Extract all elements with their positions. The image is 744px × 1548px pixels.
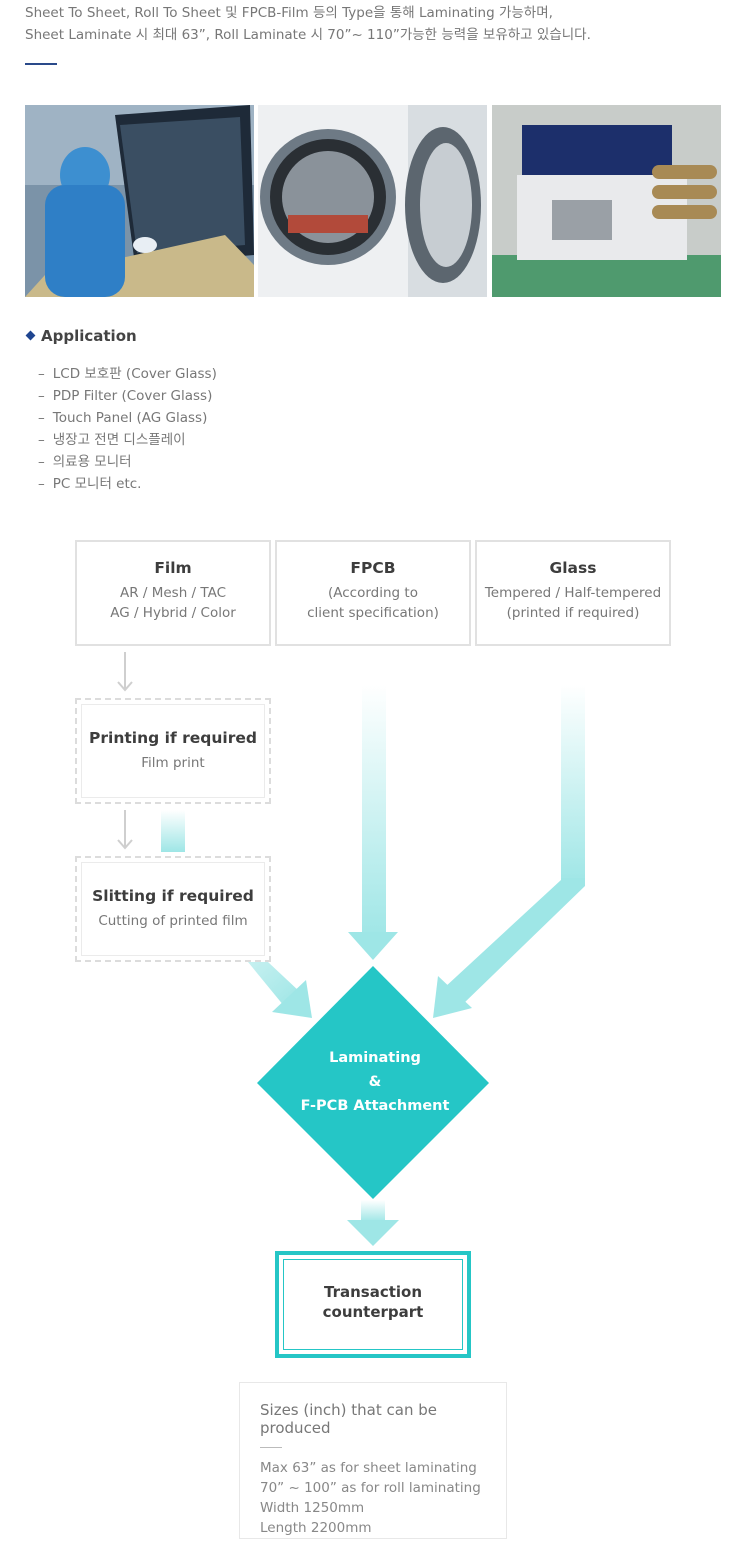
arrow-fpcb-to-laminating	[348, 685, 398, 960]
intro-text: Sheet To Sheet, Roll To Sheet 및 FPCB-Fil…	[25, 2, 725, 46]
glass-description: Tempered / Half-tempered (printed if req…	[477, 583, 669, 623]
film-title: Film	[154, 559, 192, 577]
laminating-line-2: &	[368, 1074, 382, 1090]
application-list: LCD 보호판 (Cover Glass) PDP Filter (Cover …	[38, 363, 217, 495]
fpcb-line-1: (According to	[328, 585, 418, 601]
diamond-bullet-icon	[25, 330, 36, 341]
arrow-film-to-printing	[117, 652, 133, 692]
fpcb-title: FPCB	[350, 559, 396, 577]
slitting-sub: Cutting of printed film	[98, 913, 248, 929]
fpcb-line-2: client specification)	[307, 605, 439, 621]
result-line-1: Transaction	[323, 1283, 423, 1301]
intro-divider	[25, 63, 57, 65]
glass-title: Glass	[549, 559, 597, 577]
sizes-divider	[260, 1447, 282, 1448]
list-item: PDP Filter (Cover Glass)	[38, 385, 217, 407]
process-flow-diagram	[117, 652, 585, 1246]
intro-line-1: Sheet To Sheet, Roll To Sheet 및 FPCB-Fil…	[25, 5, 553, 21]
arrow-laminating-to-result	[347, 1200, 399, 1246]
sizes-box: Sizes (inch) that can be produced Max 63…	[239, 1382, 507, 1539]
film-line-1: AR / Mesh / TAC	[119, 585, 227, 601]
photo-autoclave	[258, 105, 487, 297]
printing-sub: Film print	[141, 755, 205, 771]
fpcb-card: FPCB (According to client specification)	[275, 540, 471, 646]
intro-line-2: Sheet Laminate 시 최대 63”, Roll Laminate 시…	[25, 27, 591, 43]
arrow-slitting-to-laminating	[248, 962, 312, 1018]
glass-line-1: Tempered / Half-tempered	[484, 585, 662, 601]
cyan-shaft-left	[161, 810, 185, 852]
slitting-title: Slitting if required	[92, 887, 254, 905]
sizes-line: Max 63” as for sheet laminating	[260, 1460, 477, 1476]
list-item: Touch Panel (AG Glass)	[38, 407, 217, 429]
film-card: Film AR / Mesh / TAC AG / Hybrid / Color	[75, 540, 271, 646]
arrow-printing-to-slitting	[117, 810, 133, 850]
photo-laminator-machine	[492, 105, 721, 297]
sizes-line: Length 2200mm	[260, 1520, 372, 1536]
slitting-step-box: Slitting if required Cutting of printed …	[75, 856, 271, 962]
list-item: 의료용 모니터	[38, 451, 217, 473]
laminating-line-1: Laminating	[329, 1050, 421, 1066]
laminating-diamond	[257, 966, 489, 1199]
film-description: AR / Mesh / TAC AG / Hybrid / Color	[77, 583, 269, 623]
photo-strip	[25, 105, 721, 297]
sizes-title: Sizes (inch) that can be produced	[260, 1401, 437, 1437]
result-box: Transaction counterpart	[275, 1251, 471, 1358]
laminating-label: Laminating & F-PCB Attachment	[280, 1046, 470, 1118]
photo-cleanroom-worker	[25, 105, 254, 297]
list-item: PC 모니터 etc.	[38, 473, 217, 495]
list-item: LCD 보호판 (Cover Glass)	[38, 363, 217, 385]
sizes-line: 70” ~ 100” as for roll laminating	[260, 1480, 481, 1496]
laminating-line-3: F-PCB Attachment	[300, 1098, 450, 1114]
fpcb-description: (According to client specification)	[277, 583, 469, 623]
application-heading: Application	[25, 327, 137, 345]
glass-line-2: (printed if required)	[506, 605, 640, 621]
list-item: 냉장고 전면 디스플레이	[38, 429, 217, 451]
printing-step-box: Printing if required Film print	[75, 698, 271, 804]
printing-title: Printing if required	[89, 729, 257, 747]
glass-card: Glass Tempered / Half-tempered (printed …	[475, 540, 671, 646]
film-line-2: AG / Hybrid / Color	[110, 605, 236, 621]
application-title: Application	[41, 327, 137, 345]
arrow-glass-to-laminating	[433, 685, 585, 1018]
result-line-2: counterpart	[322, 1303, 424, 1321]
sizes-line: Width 1250mm	[260, 1500, 365, 1516]
